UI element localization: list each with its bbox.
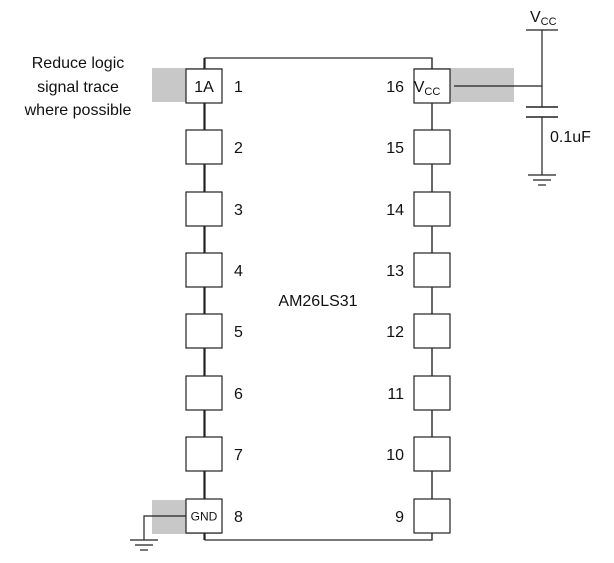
chip-part-number: AM26LS31 xyxy=(278,293,357,310)
right-pin-box-14 xyxy=(413,191,451,227)
left-pin-label-8: GND xyxy=(191,509,218,523)
left-pin-box-3 xyxy=(185,191,223,227)
left-pin-box-2 xyxy=(185,129,223,165)
capacitor-ground-icon xyxy=(528,174,556,186)
right-pin-number-14: 14 xyxy=(386,202,404,219)
right-pin-number-13: 13 xyxy=(386,263,404,280)
right-pin-number-15: 15 xyxy=(386,140,404,157)
note-line-2: signal trace xyxy=(37,79,119,96)
left-pin-box-6 xyxy=(185,375,223,411)
left-pin-number-8: 8 xyxy=(234,509,243,526)
left-pin-box-7 xyxy=(185,436,223,472)
right-pin-number-12: 12 xyxy=(386,324,404,341)
right-pin-box-9 xyxy=(413,498,451,534)
gnd-wire xyxy=(143,515,186,540)
left-pin-number-1: 1 xyxy=(234,79,243,96)
right-pin-number-10: 10 xyxy=(386,447,404,464)
right-pin-number-11: 11 xyxy=(387,386,404,403)
left-pin-number-6: 6 xyxy=(234,386,243,403)
left-pin-box-4 xyxy=(185,252,223,288)
gnd-ground-icon xyxy=(130,539,158,551)
note-line-3: where possible xyxy=(24,102,132,119)
right-pin-box-16 xyxy=(413,68,451,104)
right-pin-label-16: VCC xyxy=(414,79,441,98)
right-pin-box-10 xyxy=(413,436,451,472)
right-pin-group: VCC 16 15 14 13 12 11 10 9 xyxy=(386,58,451,540)
capacitor-value: 0.1uF xyxy=(550,129,591,146)
left-pin-box-1 xyxy=(185,68,223,104)
left-pin-box-5 xyxy=(185,313,223,349)
right-pin-box-11 xyxy=(413,375,451,411)
supply-label: VCC xyxy=(530,9,557,28)
right-pin-number-16: 16 xyxy=(386,79,404,96)
left-pin-label-1: 1A xyxy=(194,79,214,96)
left-pin-box-8 xyxy=(185,498,223,534)
right-pin-number-9: 9 xyxy=(395,509,404,526)
left-pin-number-3: 3 xyxy=(234,202,243,219)
left-pin-number-7: 7 xyxy=(234,447,243,464)
right-pin-box-12 xyxy=(413,313,451,349)
left-pin-number-5: 5 xyxy=(234,324,243,341)
right-pin-box-13 xyxy=(413,252,451,288)
note-line-1: Reduce logic xyxy=(32,55,125,72)
left-pin-number-2: 2 xyxy=(234,140,243,157)
left-pin-number-4: 4 xyxy=(234,263,243,280)
right-pin-box-15 xyxy=(413,129,451,165)
